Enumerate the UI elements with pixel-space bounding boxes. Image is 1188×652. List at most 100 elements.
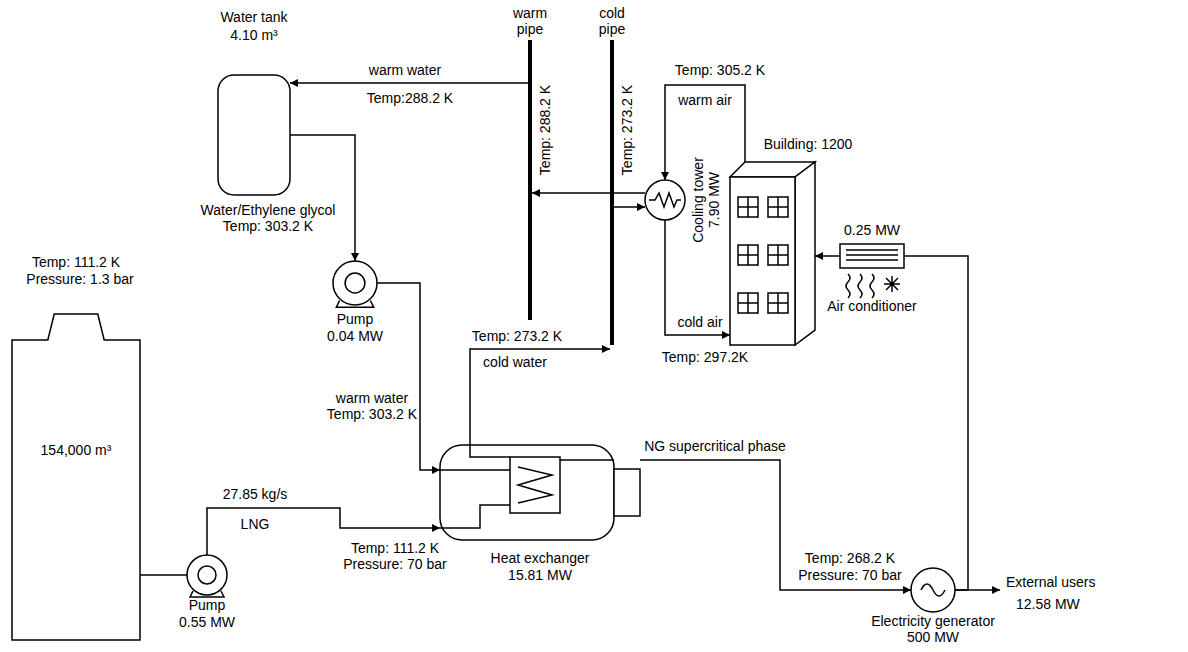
flow-line (640, 460, 911, 590)
value-label: Temp: 273.2 K (472, 328, 562, 344)
value-label: Temp: 303.2 K (223, 218, 313, 234)
building-outline (795, 162, 815, 345)
flow-label: cold air (675, 314, 724, 330)
air-conditioner-shape (840, 244, 904, 268)
water-pump-outline (345, 273, 365, 293)
cold-pipe-shape (610, 40, 614, 345)
flow-label: LNG (239, 516, 272, 532)
value-label: Temp: 305.2 K (675, 62, 765, 78)
cooling-tower-shape (645, 180, 685, 220)
cold-pipe: cold pipe (610, 40, 614, 345)
node-label: cold pipe (590, 5, 634, 37)
building-outline (768, 293, 788, 313)
air-conditioner: 0.25 MWAir conditioner (840, 244, 904, 268)
node-label: Building: 1200 (764, 136, 853, 152)
node-label: Air conditioner (827, 298, 917, 314)
warm-pipe-outline (528, 40, 532, 320)
node-label: 500 MW (907, 629, 959, 645)
flow-label: warm water (367, 62, 443, 78)
flow-line (290, 82, 528, 84)
cooling-tower: Cooling tower7.90 MW (645, 180, 685, 220)
value-label: Temp: 111.2 K (351, 540, 439, 556)
air-conditioner-outline (846, 250, 898, 260)
water-pump: Pump0.04 MW (333, 261, 377, 305)
water-tank-shape (218, 75, 290, 195)
heat-exchanger: Heat exchanger15.81 MW (440, 445, 640, 540)
flow-line (470, 349, 610, 445)
building-outline (768, 293, 788, 313)
building-outline (738, 197, 758, 217)
value-label: Pressure: 70 bar (798, 567, 902, 583)
node-label: Pump (189, 597, 226, 613)
heat-exchanger-outline (614, 469, 640, 516)
water-pump-shape (333, 261, 377, 305)
flow-line (532, 192, 645, 194)
air-conditioner-outline (870, 274, 874, 298)
value-label: Temp: 297.2K (662, 349, 748, 365)
value-label: Water/Ethylene glycol (201, 202, 336, 218)
building-outline (730, 177, 795, 345)
heat-exchanger-outline (440, 445, 614, 540)
value-label: External users (1006, 574, 1095, 590)
heat-exchanger-outline (510, 457, 560, 513)
water-pump-outline (333, 261, 377, 305)
building-outline (768, 197, 788, 217)
lng-pump-shape (187, 555, 227, 595)
lng-pump-outline (187, 555, 227, 595)
building-outline (738, 245, 758, 265)
node-label: 154,000 m³ (41, 442, 112, 458)
air-conditioner-outline (846, 274, 850, 298)
building-outline (768, 197, 788, 217)
node-label: 15.81 MW (508, 567, 572, 583)
flow-label: cold water (481, 354, 549, 370)
node-label: Heat exchanger (491, 550, 590, 566)
value-label: Temp: 268.2 K (805, 550, 895, 566)
lng-tank: 154,000 m³ (12, 300, 140, 640)
flow-line (140, 574, 187, 576)
lng-tank-outline (12, 314, 140, 640)
node-label: 0.25 MW (844, 222, 900, 238)
air-conditioner-outline (858, 274, 862, 298)
water-tank-outline (218, 75, 290, 195)
value-label: Temp: 303.2 K (327, 406, 417, 422)
building-outline (738, 293, 758, 313)
node-label: warm pipe (508, 5, 552, 37)
electricity-generator-shape (911, 568, 955, 612)
node-label: 0.04 MW (327, 328, 383, 344)
node-label: Water tank (220, 9, 287, 25)
lng-pump-outline (198, 566, 216, 584)
cooling-tower-outline (645, 180, 685, 220)
air-conditioner-outline (840, 244, 904, 268)
value-label: Temp:288.2 K (367, 90, 453, 106)
node-label: 4.10 m³ (230, 27, 277, 43)
value-label: Pressure: 70 bar (343, 556, 447, 572)
warm-pipe-shape (528, 40, 532, 320)
building-outline (738, 197, 758, 217)
electricity-generator: Electricity generator500 MW (911, 568, 955, 612)
flow-line (377, 283, 440, 470)
warm-pipe: warm pipe (528, 40, 532, 320)
value-label: 27.85 kg/s (223, 486, 288, 502)
value-label: 12.58 MW (1016, 596, 1080, 612)
value-label: Pressure: 1.3 bar (26, 271, 133, 287)
cold-pipe-outline (610, 40, 614, 345)
air-conditioner-outline (884, 276, 900, 292)
flow-label: NG supercritical phase (642, 438, 788, 454)
heat-exchanger-outline (440, 445, 614, 528)
building-shape (730, 162, 815, 345)
value-label: Temp: 288.2 K (537, 85, 553, 175)
flow-label: warm water (334, 390, 410, 406)
flow-line (290, 135, 355, 261)
cooling-tower-outline (649, 193, 681, 207)
building: Building: 1200 (730, 162, 815, 345)
electricity-generator-outline (921, 584, 945, 596)
node-label: Electricity generator (871, 613, 995, 629)
building-outline (768, 245, 788, 265)
flow-line (815, 255, 840, 257)
heat-exchanger-outline (518, 467, 552, 503)
building-outline (738, 293, 758, 313)
heat-exchanger-shape (440, 445, 640, 540)
flow-line (614, 206, 645, 208)
